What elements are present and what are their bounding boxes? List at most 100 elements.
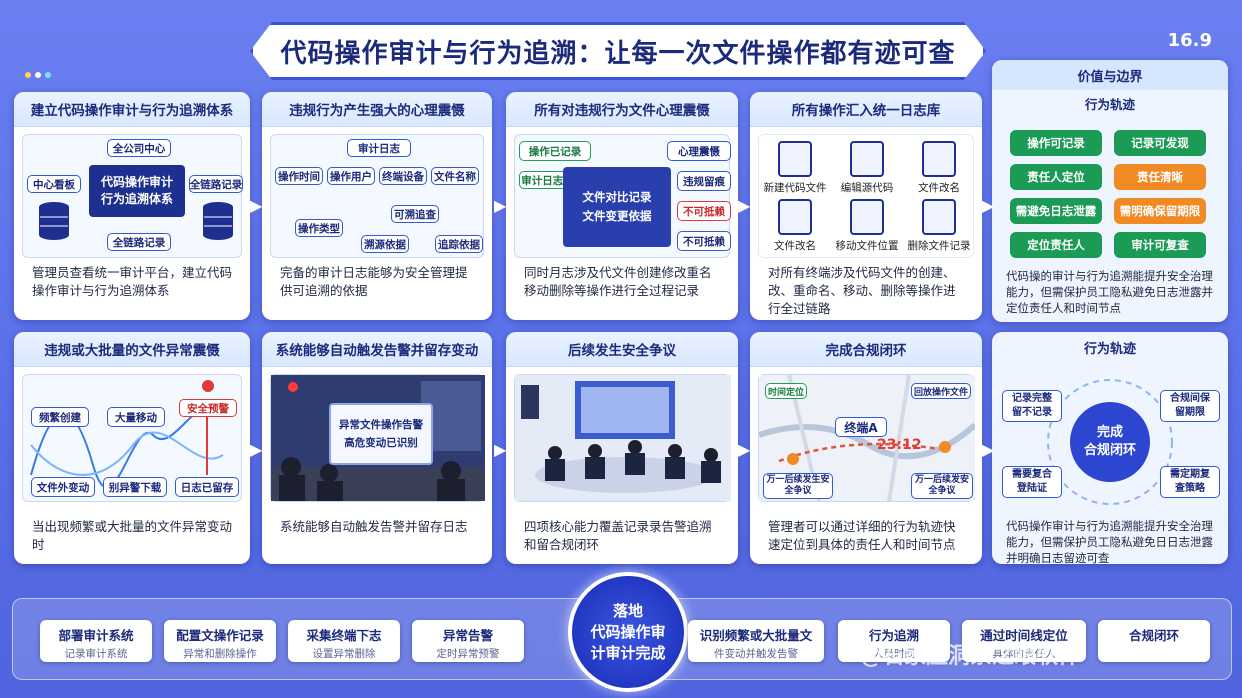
card-auto-alert: 系统能够自动触发告警并留存变动 异常文件操作告警 高危变动已识别 系统能够自动触… <box>262 332 492 564</box>
card-visual <box>514 374 731 502</box>
icon-new-file: 新建代码文件 <box>763 141 827 195</box>
step-alert: 异常告警定时异常预警 <box>412 620 524 662</box>
step-sub: 件变动并触发告警 <box>714 648 798 660</box>
step-sub: 人员时间 <box>873 648 915 660</box>
icon-move: 移动文件位置 <box>835 199 899 253</box>
card-title: 违规行为产生强大的心理震慑 <box>262 92 492 127</box>
meeting-scene-icon <box>515 375 731 501</box>
center-completion-circle: 落地 代码操作审 计审计完成 <box>568 572 688 692</box>
card-desc: 管理者可以通过详细的行为轨迹快速定位到具体的责任人和时间节点 <box>768 519 956 552</box>
database-icon <box>39 202 69 240</box>
card-desc: 管理员查看统一审计平台，建立代码操作审计与行为追溯体系 <box>32 265 233 298</box>
card-desc: 四项核心能力覆盖记录录告警追溯和留合规闭环 <box>524 519 712 552</box>
node-device: 终端设备 <box>379 167 427 185</box>
step-title: 识别频繁或大批量文 <box>699 628 813 643</box>
step-title: 配置文操作记录 <box>176 628 264 643</box>
node-optype: 操作类型 <box>295 219 343 237</box>
node-bottom: 全链路记录 <box>107 233 171 251</box>
tag-locate: 责任人定位 <box>1010 164 1102 190</box>
icon-label: 文件改名 <box>918 182 960 194</box>
card-visual: 审计日志 操作时间 操作用户 终端设备 文件名称 可溯追查 操作类型 溯源依据 … <box>270 134 484 258</box>
rename-icon <box>922 141 956 177</box>
flow-arrow-icon: ▶ <box>982 440 995 459</box>
center-label: 落地 代码操作审 计审计完成 <box>590 601 666 662</box>
card-desc: 对所有终端涉及代码文件的创建、改、重命名、移动、删除等操作进行全过链路 <box>768 265 956 316</box>
node-time: 操作时间 <box>275 167 323 185</box>
icon-label: 删除文件记录 <box>907 240 971 252</box>
step-collect: 采集终端下志设置异常删除 <box>288 620 400 662</box>
step-sub: 记录审计系统 <box>64 648 128 660</box>
node-traceable: 可溯追查 <box>391 205 439 223</box>
card-deterrence: 违规行为产生强大的心理震慑 审计日志 操作时间 操作用户 终端设备 文件名称 可… <box>262 92 492 320</box>
card-title: 行为轨迹 <box>1083 341 1136 357</box>
tag-locate-person: 定位责任人 <box>1010 232 1102 258</box>
step-title: 部署审计系统 <box>58 628 134 643</box>
step-identify: 识别频繁或大批量文件变动并触发告警 <box>688 620 824 662</box>
flow-arrow-icon: ▶ <box>494 196 507 215</box>
database-icon <box>203 202 233 240</box>
card-title: 违规或大批量的文件异常震慑 <box>14 332 250 367</box>
step-config: 配置文操作记录异常和删除操作 <box>164 620 276 662</box>
icon-rename-2: 文件改名 <box>763 199 827 253</box>
card-visual: 安全预警 频繁创建 大量移动 文件外变动 别异警下载 日志已留存 <box>22 374 242 502</box>
icon-delete: 删除文件记录 <box>907 199 971 253</box>
node-user: 操作用户 <box>327 167 375 185</box>
flow-arrow-icon: ▶ <box>738 440 751 459</box>
map-tag-left: 时间定位 <box>765 383 807 399</box>
rename-icon <box>778 199 812 235</box>
step-deploy: 部署审计系统记录审计系统 <box>40 620 152 662</box>
card-anomaly: 违规或大批量的文件异常震慑 安全预警 频繁创建 大量移动 文件外变动 别异警下载… <box>14 332 250 564</box>
delete-file-icon <box>922 199 956 235</box>
card-desc: 代码操的审计与行为追溯能提升安全治理能力，但需保护员工隐私避免日志泄露并定位责任… <box>1006 269 1213 315</box>
icon-label: 新建代码文件 <box>763 182 827 194</box>
card-title: 后续发生安全争议 <box>506 332 738 367</box>
card-value-boundary: 价值与边界 行为轨迹 操作可记录 记录可发现 责任人定位 责任清晰 需避免日志泄… <box>992 60 1228 322</box>
decor-dots-icon <box>25 72 51 78</box>
tag-no-leak: 需避免日志泄露 <box>1010 198 1102 224</box>
card-desc: 代码操作审计与行为追溯能提升安全治理能力，但需保护员工隐私避免日日志泄露并明确日… <box>1006 519 1213 564</box>
card-visual: 全公司中心 中心看板 全链路记录 代码操作审计 行为追溯体系 全链路记录 <box>22 134 243 258</box>
node-log: 审计日志 <box>347 139 411 157</box>
ring-icon <box>1047 379 1173 505</box>
tag-clear: 责任清晰 <box>1114 164 1206 190</box>
card-visual: 新建代码文件 编辑源代码 文件改名 文件改名 移动文件位置 删除文件记录 <box>758 134 974 258</box>
icon-label: 移动文件位置 <box>835 240 899 252</box>
tag-trace: 违规留痕 <box>677 171 731 191</box>
map-tag-right: 回放操作文件 <box>911 383 971 399</box>
ring-node-4: 需定期复 查策略 <box>1160 466 1220 498</box>
step-title: 采集终端下志 <box>306 628 382 643</box>
icon-rename: 文件改名 <box>907 141 971 195</box>
flow-arrow-icon: ▶ <box>738 196 751 215</box>
step-trace: 行为追溯人员时间 <box>838 620 950 662</box>
card-desc: 完备的审计日志能够为安全管理提供可追溯的依据 <box>280 265 468 298</box>
time-label: 23:12 <box>877 437 922 453</box>
terminal-label: 终端A <box>835 417 887 437</box>
ring-center-label: 完成 合规闭环 <box>1083 425 1136 458</box>
tag-discoverable: 记录可发现 <box>1114 130 1206 156</box>
node-center: 代码操作审计 行为追溯体系 <box>89 165 185 217</box>
card-compliance: 完成合规闭环 时间定位 回放操作文件 终端A 23:12 万一后续发生安全争议 … <box>750 332 982 564</box>
tag-reviewable: 审计可复查 <box>1114 232 1206 258</box>
node-download: 别异警下载 <box>103 477 167 497</box>
dispute-label-left: 万一后续发生安全争议 <box>763 473 833 499</box>
node-mass-move: 大量移动 <box>107 407 165 427</box>
icon-edit-code: 编辑源代码 <box>835 141 899 195</box>
version-badge: 16.9 <box>1167 30 1212 51</box>
node-left: 中心看板 <box>27 175 81 193</box>
move-file-icon <box>850 199 884 235</box>
flow-arrow-icon: ▶ <box>250 196 263 215</box>
card-desc: 系统能够自动触发告警并留存日志 <box>280 519 468 534</box>
step-closure: 合规闭环 <box>1098 620 1210 662</box>
card-file-deterrence: 所有对违规行为文件心理震慑 操作已记录 审计日志已保存 文件对比记录 文件变更依… <box>506 92 738 320</box>
ring-node-2: 合规间保 留期限 <box>1160 390 1220 422</box>
alert-screen-text: 异常文件操作告警 高危变动已识别 <box>339 419 423 449</box>
node-filename: 文件名称 <box>431 167 479 185</box>
edit-code-icon <box>850 141 884 177</box>
card-visual: 时间定位 回放操作文件 终端A 23:12 万一后续发生安全争议 万一后续发安全… <box>758 374 975 502</box>
tag-undeniable-2: 不可抵赖 <box>677 231 731 251</box>
card-audit-system: 建立代码操作审计与行为追溯体系 全公司中心 中心看板 全链路记录 代码操作审计 … <box>14 92 250 320</box>
file-compare-label: 文件对比记录 文件变更依据 <box>582 190 652 223</box>
step-title: 异常告警 <box>442 628 493 643</box>
card-title: 所有对违规行为文件心理震慑 <box>506 92 738 127</box>
icon-label: 文件改名 <box>774 240 816 252</box>
